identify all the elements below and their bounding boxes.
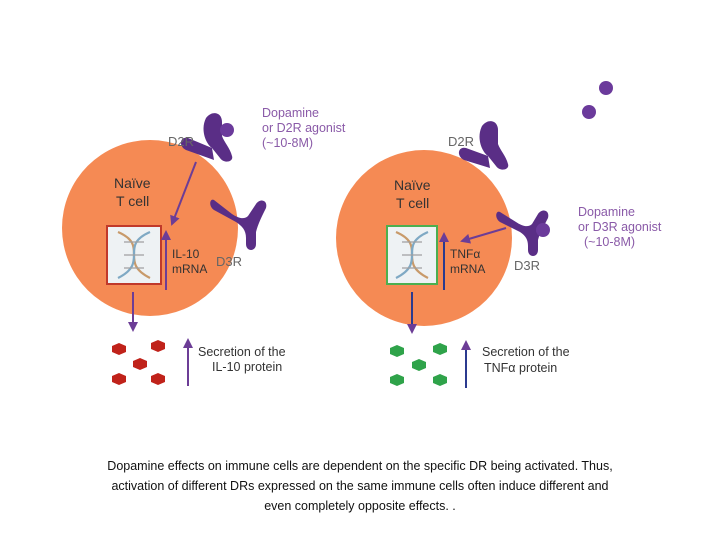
mrna-label-left: IL-10 mRNA [172,247,207,276]
d3r-label-left: D3R [216,254,242,269]
cell-label-right: Naïve T cell [394,177,434,211]
ligand-label-left: Dopamine or D2R agonist (~10-8M) [262,106,349,150]
protein-dot [112,373,126,385]
d3r-label-right: D3R [514,258,540,273]
dopamine-molecule-left [220,123,234,137]
caption-line-2: activation of different DRs expressed on… [111,479,609,493]
protein-dot [433,374,447,386]
dna-helix-icon-right [395,230,429,279]
panel-right: Naïve T cell D2R D3R Dopamine or D3R ago… [336,81,665,388]
activation-arrow-left [170,161,197,226]
caption-line-1: Dopamine effects on immune cells are dep… [107,459,613,473]
protein-dot [133,358,147,370]
caption-line-3: even completely opposite effects. . [264,499,456,513]
protein-dot [151,340,165,352]
ligand-label-right: Dopamine or D3R agonist (~10-8M) [578,205,665,249]
activation-arrow-right [460,227,507,244]
dopamine-molecule-right [536,223,550,237]
dopamine-molecule-free [599,81,613,95]
protein-dot [112,343,126,355]
protein-dot [412,359,426,371]
d2r-receptor-icon [458,121,509,170]
secretion-label-right: Secretion of the TNFα protein [482,345,573,375]
protein-dot [390,345,404,357]
secretion-label-left: Secretion of the IL-10 protein [198,345,289,374]
cell-label-left: Naïve T cell [114,175,154,209]
protein-dot [151,373,165,385]
protein-dot [433,343,447,355]
d2r-label-left: D2R [168,134,194,149]
figure-caption: Dopamine effects on immune cells are dep… [40,456,680,516]
d2r-label-right: D2R [448,134,474,149]
mrna-label-right: TNFα mRNA [450,247,485,276]
tnf-protein-dots [390,343,447,386]
panel-left: Naïve T cell D2R D3R Dopamine or D2R ago… [62,106,349,386]
protein-dot [390,374,404,386]
dna-helix-icon-left [117,230,151,279]
d3r-receptor-icon [210,199,267,250]
il10-protein-dots [112,340,165,385]
dopamine-molecule-free [582,105,596,119]
d2r-receptor-icon [180,113,233,162]
d3r-receptor-icon [496,210,549,256]
tnf-mrna-box [386,225,438,285]
